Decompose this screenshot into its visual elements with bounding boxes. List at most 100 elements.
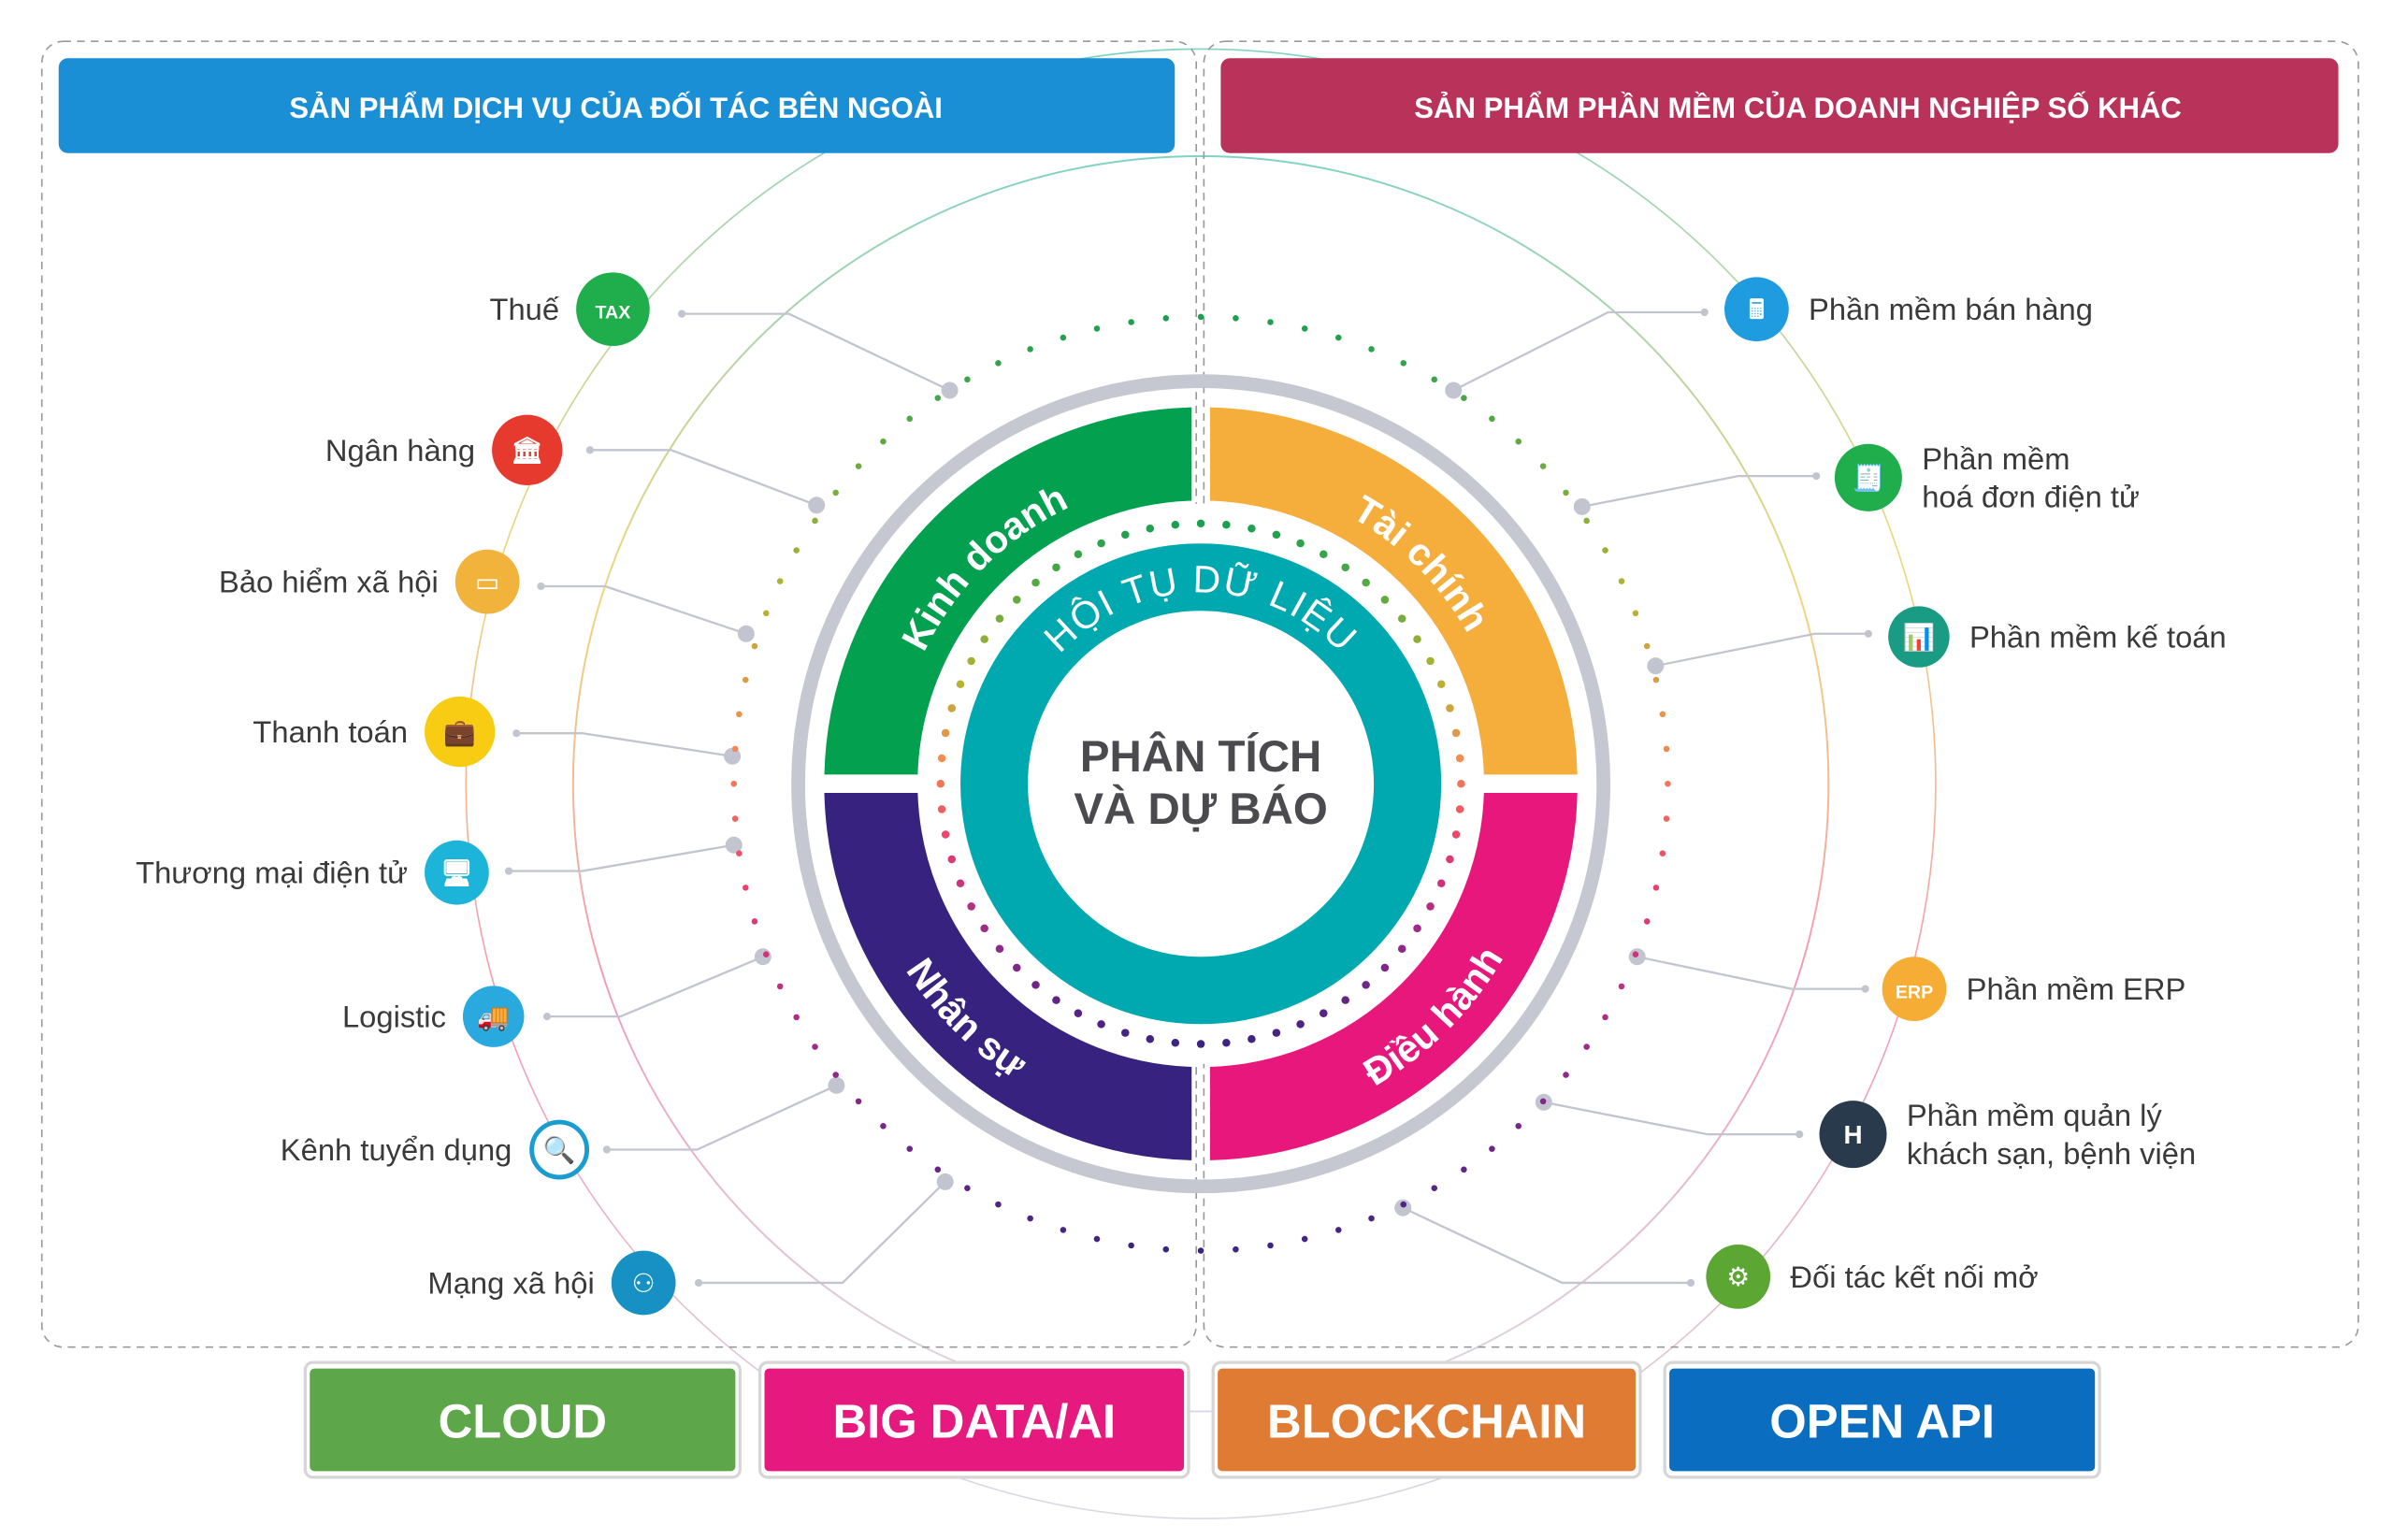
faint-orbit-outer: [465, 48, 1937, 1519]
button-cloud[interactable]: CLOUD: [303, 1360, 742, 1479]
connector-end-dot: [1864, 629, 1872, 638]
right-item[interactable]: ⚙Đối tác kết nối mở: [1706, 1245, 2039, 1309]
ring-dot: [1222, 1038, 1231, 1047]
ring-dot: [1368, 1215, 1375, 1222]
connector-node: [1573, 497, 1591, 515]
connector-end-dot: [585, 446, 594, 454]
ring-dot: [1446, 855, 1454, 864]
ring-dot: [855, 463, 862, 469]
left-item[interactable]: Kênh tuyển dụng 🔍: [281, 1119, 590, 1180]
ring-dot: [1618, 578, 1625, 584]
right-item-label: Phần mềm kế toán: [1969, 620, 2227, 655]
left-item[interactable]: Thuế TAX: [489, 272, 650, 347]
ring-dot: [1093, 1235, 1101, 1243]
svg-text:🔍: 🔍: [543, 1133, 576, 1165]
left-item-label: Thuế: [489, 292, 559, 326]
ring-dot: [1400, 1201, 1407, 1208]
ring-dot: [995, 944, 1004, 954]
connector-node: [941, 381, 959, 399]
ring-dot: [1121, 1029, 1130, 1037]
ring-dot: [776, 578, 784, 584]
ring-dot: [937, 805, 946, 813]
ring-dot: [1267, 319, 1274, 325]
left-item[interactable]: Thương mại điện tử🖥: [136, 840, 489, 905]
ring-dot: [1162, 1245, 1170, 1253]
ring-dot: [855, 1098, 862, 1105]
connector-node: [828, 1076, 845, 1094]
ring-dot: [832, 1072, 839, 1078]
ring-dot: [1632, 610, 1639, 617]
button-label: CLOUD: [439, 1394, 607, 1447]
svg-text:⚙: ⚙: [1726, 1262, 1750, 1291]
ring-dot: [1121, 530, 1130, 540]
ring-dot: [1461, 1166, 1467, 1173]
outer-gray-ring: [791, 374, 1611, 1194]
svg-text:🏛: 🏛: [511, 436, 543, 465]
ring-dot: [1563, 489, 1569, 497]
left-item-label: Kênh tuyển dụng: [281, 1132, 512, 1167]
ring-dot: [1602, 1014, 1608, 1021]
ring-dot: [736, 850, 743, 856]
connectors: [504, 308, 1872, 1288]
ring-dot: [1362, 578, 1370, 587]
ring-dot: [1296, 1020, 1305, 1029]
connector-node: [1647, 657, 1665, 675]
svg-text:🖩: 🖩: [1749, 295, 1765, 324]
left-item[interactable]: Thanh toán💼: [252, 696, 496, 768]
svg-text:🖥: 🖥: [440, 858, 473, 887]
ring-dot: [1197, 1247, 1204, 1254]
ring-dot: [1027, 346, 1033, 353]
left-item[interactable]: Mạng xã hội⚇: [427, 1250, 676, 1316]
right-item[interactable]: 📊Phần mềm kế toán: [1888, 606, 2227, 668]
ring-dot: [1341, 996, 1349, 1004]
connector-node: [1445, 381, 1463, 399]
ring-dot: [1128, 319, 1134, 325]
connector-end-dot: [537, 582, 545, 591]
ring-dot: [1362, 981, 1370, 989]
inner-dotted-ring: [936, 519, 1465, 1048]
button-big-data-ai[interactable]: BIG DATA/AI: [757, 1360, 1190, 1479]
ring-dot: [1413, 924, 1421, 933]
ring-dot: [880, 1123, 887, 1130]
connector-end-dot: [602, 1145, 611, 1154]
ring-dot: [1341, 563, 1349, 572]
left-item[interactable]: Bảo hiểm xã hội▭: [219, 549, 520, 614]
right-item-label: Phần mềm: [1922, 441, 2070, 476]
ring-dot: [1455, 805, 1464, 813]
ring-dot: [941, 728, 950, 738]
ring-dot: [1031, 578, 1040, 587]
svg-text:🧾: 🧾: [1853, 463, 1885, 494]
ring-dot: [1652, 676, 1660, 684]
right-item[interactable]: 🖩Phần mềm bán hàng: [1724, 277, 2093, 342]
ring-dot: [1643, 642, 1651, 650]
svg-text:TAX: TAX: [596, 303, 631, 324]
button-open-api[interactable]: OPEN API: [1663, 1360, 2101, 1479]
open-connection-icon: ⚙: [1706, 1245, 1771, 1309]
left-item[interactable]: Ngân hàng🏛: [325, 414, 563, 485]
bank-icon: 🏛: [492, 414, 563, 485]
ring-dot: [1093, 325, 1101, 332]
ring-dot: [1455, 754, 1464, 763]
connector-line: [547, 956, 764, 1018]
connector-node: [724, 747, 742, 765]
e-invoice-icon: 🧾: [1834, 443, 1902, 511]
connector-end-dot: [695, 1278, 703, 1288]
button-label: OPEN API: [1769, 1394, 1995, 1447]
ring-dot: [1233, 315, 1239, 322]
connector-node: [725, 836, 743, 854]
button-blockchain[interactable]: BLOCKCHAIN: [1211, 1360, 1642, 1479]
ring-dot: [1335, 334, 1342, 341]
right-item-label: hoá đơn điện tử: [1922, 480, 2140, 514]
connector-end-dot: [1700, 308, 1709, 317]
left-item[interactable]: Logistic🚚: [342, 986, 525, 1047]
right-item[interactable]: 🧾 Phần mềm hoá đơn điện tử: [1834, 441, 2140, 514]
ring-dot: [1457, 779, 1465, 788]
connector-end-dot: [1796, 1130, 1804, 1139]
ring-dot: [751, 918, 758, 925]
ring-dot: [964, 1185, 971, 1191]
connector-line: [516, 732, 733, 757]
ring-dot: [1643, 918, 1651, 925]
